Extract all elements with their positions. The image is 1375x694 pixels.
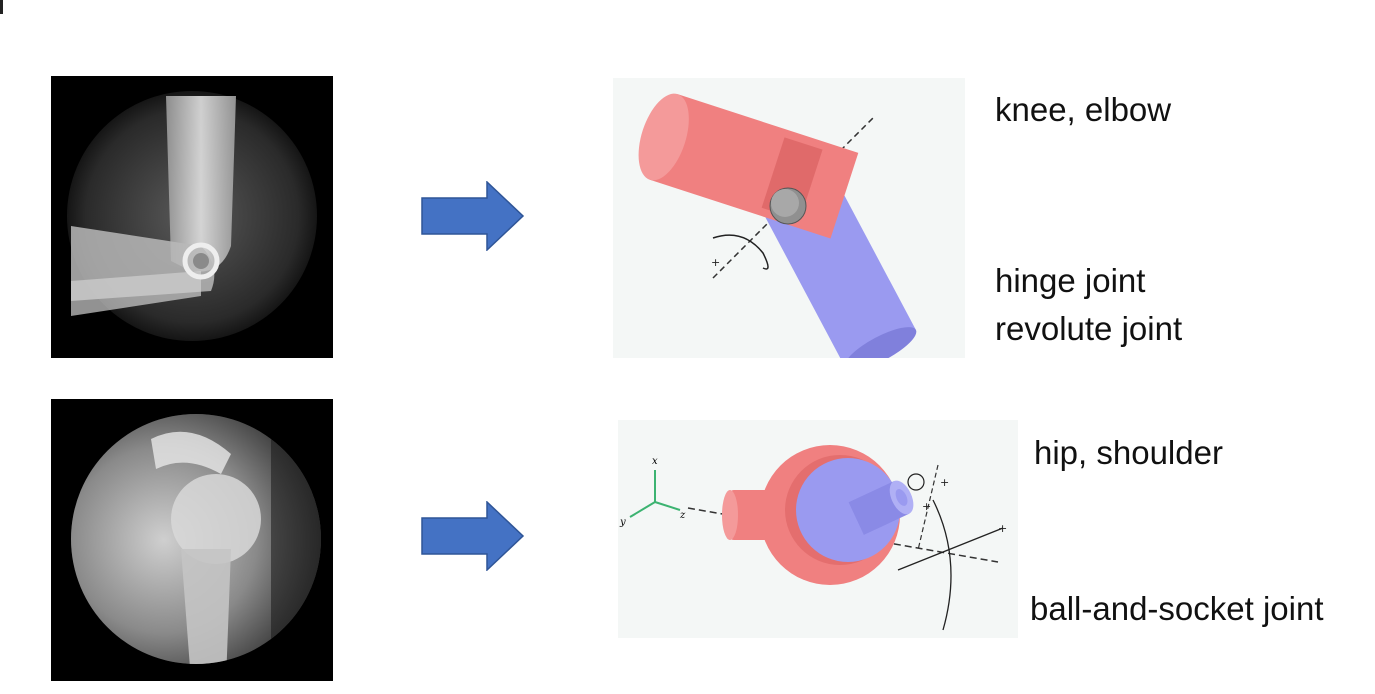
z-axis-label: z	[679, 510, 686, 521]
joint-type-label: hinge joint	[995, 262, 1146, 299]
y-axis-label: y	[619, 517, 626, 528]
coordinate-axes-icon: x y z	[619, 456, 686, 528]
ball-socket-joint-3d-model: x y z + + +	[618, 420, 1018, 638]
hinge-joint-3d-model: +	[613, 78, 965, 358]
arrow-right-icon	[421, 500, 525, 572]
text-caret	[0, 0, 3, 14]
svg-text:+: +	[940, 476, 949, 489]
svg-text:+: +	[922, 500, 931, 513]
anatomy-label: knee, elbow	[995, 91, 1172, 128]
svg-text:+: +	[998, 522, 1007, 535]
x-axis-label: x	[652, 456, 658, 467]
svg-text:+: +	[711, 256, 720, 269]
arrow-right-icon	[421, 180, 525, 252]
joint-type-label: revolute joint	[995, 310, 1183, 347]
joint-type-label: ball-and-socket joint	[1030, 590, 1324, 627]
shoulder-xray-image	[51, 399, 333, 681]
elbow-xray-image	[51, 76, 333, 358]
anatomy-label: hip, shoulder	[1034, 434, 1223, 471]
